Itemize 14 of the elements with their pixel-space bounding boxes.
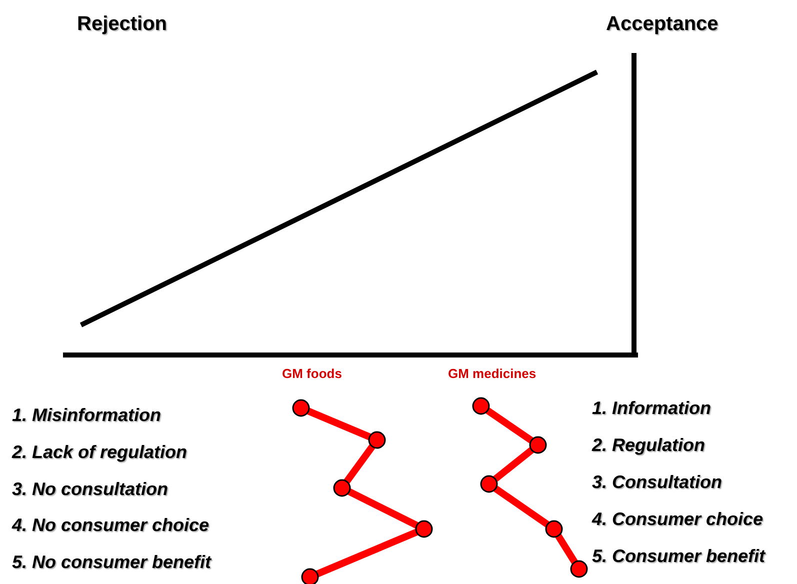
series-label: GM foods <box>282 366 342 382</box>
list-item: 3. No consultation <box>12 478 168 500</box>
scale-end-label: Rejection <box>77 12 168 37</box>
list-item: 1. Information <box>592 397 712 420</box>
list-item: 2. Lack of regulation <box>12 441 188 464</box>
list-item: 3. Consultation <box>592 471 722 494</box>
scale-end-label: Acceptance <box>606 12 718 37</box>
list-item: 2. Regulation <box>592 434 706 456</box>
list-item: 4. No consumer choice <box>12 514 210 536</box>
list-item: 4. Consumer choice <box>592 508 764 530</box>
list-item: 5. Consumer benefit <box>592 545 766 568</box>
list-item: 5. No consumer benefit <box>12 551 212 574</box>
list-item: 1. Misinformation <box>12 404 162 426</box>
series-label: GM medicines <box>448 366 536 382</box>
